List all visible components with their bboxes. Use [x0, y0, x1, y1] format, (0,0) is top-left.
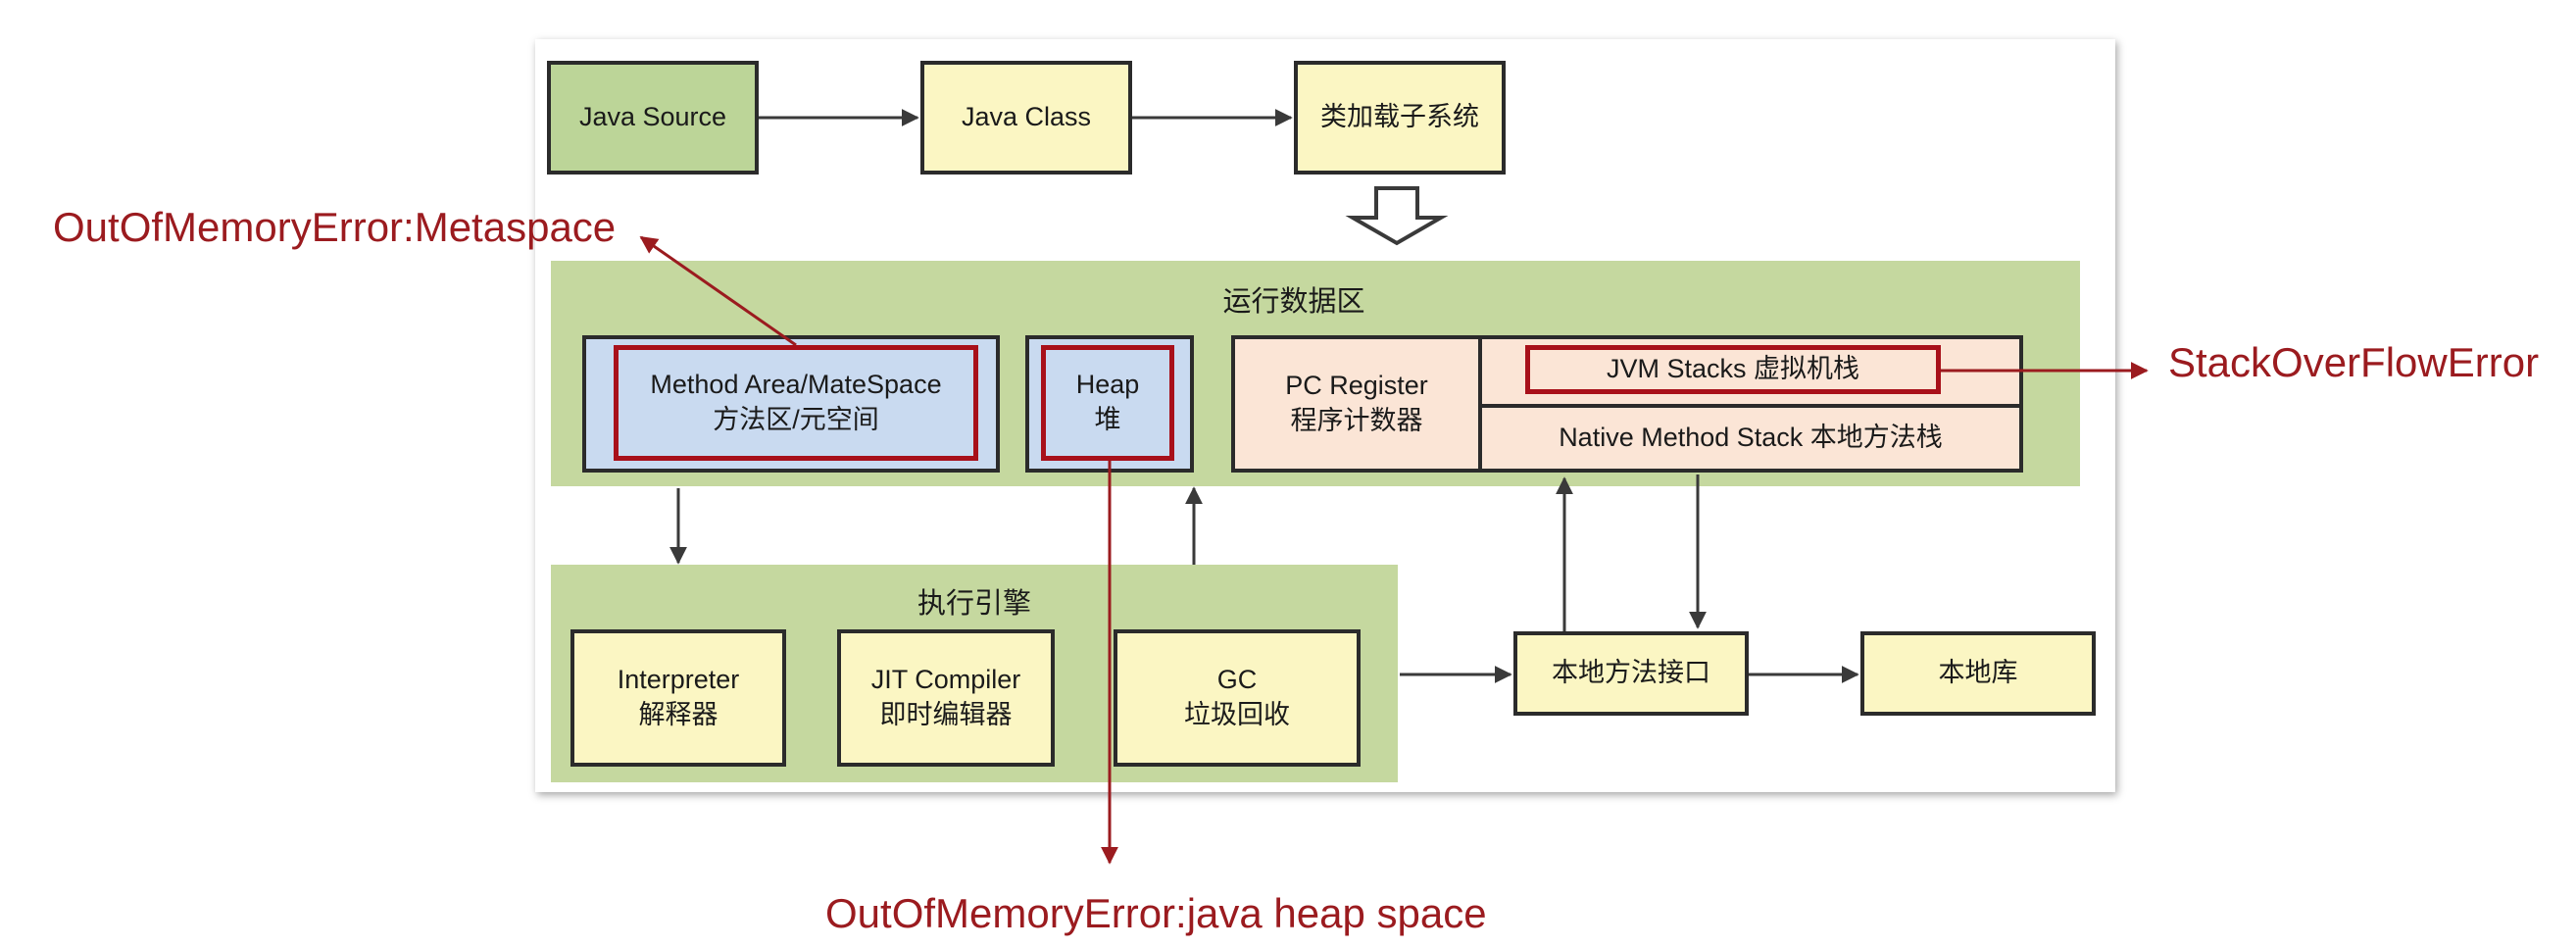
interpreter-label-en: Interpreter — [617, 665, 740, 695]
metaspace-error-label: OutOfMemoryError:Metaspace — [53, 204, 617, 250]
native-method-stack-box: Native Method Stack 本地方法栈 — [1478, 404, 2023, 473]
jvm-stacks-highlight: JVM Stacks 虚拟机栈 — [1525, 345, 1941, 394]
heap-box — [1025, 335, 1194, 473]
java-source-box: Java Source — [547, 61, 759, 175]
interpreter-box: Interpreter 解释器 — [570, 629, 786, 767]
execution-engine-title: 执行引擎 — [916, 588, 1031, 620]
metaspace-error-arrow — [639, 235, 797, 347]
jit-compiler-box: JIT Compiler 即时编辑器 — [837, 629, 1055, 767]
gc-label-en: GC — [1216, 665, 1258, 695]
gc-label-zh: 垃圾回收 — [1184, 700, 1290, 729]
native-method-stack-label: Native Method Stack 本地方法栈 — [1559, 423, 1943, 453]
heap-label-zh: 堆 — [1094, 405, 1121, 434]
java-class-box: Java Class — [920, 61, 1132, 175]
pc-register-label-zh: 程序计数器 — [1290, 406, 1423, 435]
pc-register-box: PC Register 程序计数器 — [1231, 335, 1482, 473]
java-source-label: Java Source — [578, 102, 727, 132]
pc-register-label-en: PC Register — [1285, 371, 1428, 401]
runtime-data-area-title: 运行数据区 — [1222, 286, 1365, 318]
method-area-box — [582, 335, 1000, 473]
native-library-box: 本地库 — [1860, 631, 2096, 716]
native-interface-label: 本地方法接口 — [1552, 658, 1710, 688]
jvm-stacks-label: JVM Stacks 虚拟机栈 — [1606, 354, 1860, 384]
method-area-label-zh: 方法区/元空间 — [713, 405, 879, 434]
heap-space-error-label: OutOfMemoryError:java heap space — [825, 890, 1487, 936]
native-interface-box: 本地方法接口 — [1513, 631, 1749, 716]
loader-down-hollow-arrow — [1345, 186, 1449, 246]
heap-highlight: Heap 堆 — [1041, 345, 1174, 461]
jit-compiler-label-en: JIT Compiler — [870, 665, 1021, 695]
interpreter-label-zh: 解释器 — [638, 700, 718, 729]
native-library-label: 本地库 — [1938, 658, 2018, 688]
stack-overflow-error-label: StackOverFlowError — [2168, 339, 2540, 385]
method-area-label-en: Method Area/MateSpace — [650, 370, 942, 400]
method-area-highlight: Method Area/MateSpace 方法区/元空间 — [614, 345, 978, 461]
class-loader-label: 类加载子系统 — [1320, 102, 1479, 132]
heap-label-en: Heap — [1075, 370, 1140, 400]
gc-box: GC 垃圾回收 — [1114, 629, 1361, 767]
java-class-label: Java Class — [961, 102, 1092, 132]
jit-compiler-label-zh: 即时编辑器 — [879, 700, 1013, 729]
class-loader-box: 类加载子系统 — [1294, 61, 1506, 175]
